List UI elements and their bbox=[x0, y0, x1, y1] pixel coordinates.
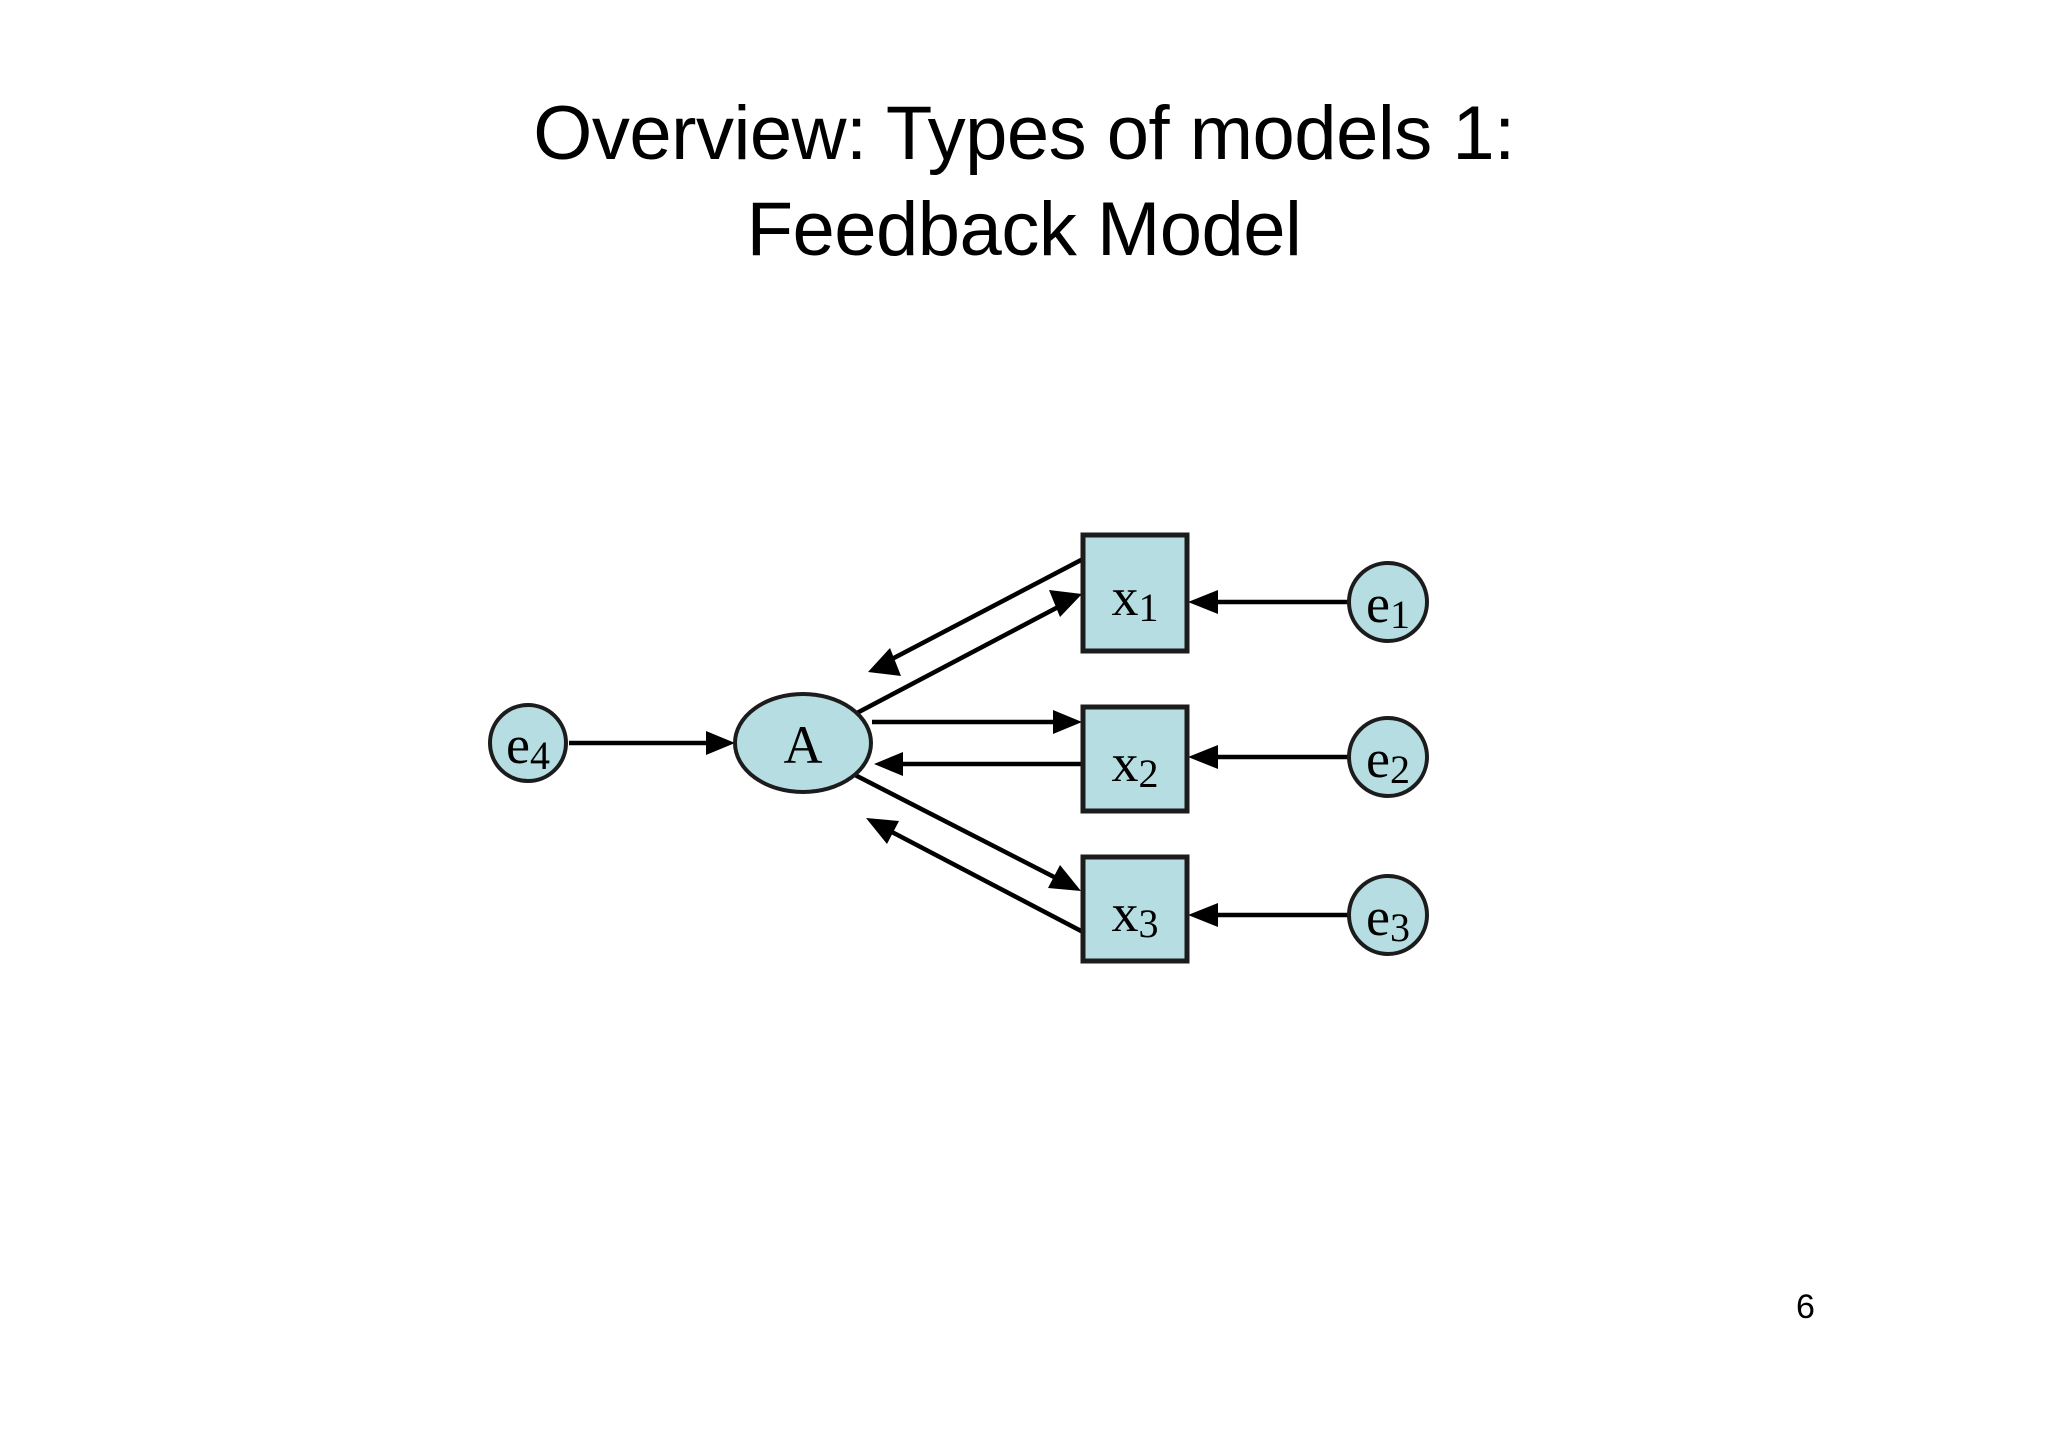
node-e4[interactable]: e4 bbox=[488, 703, 568, 783]
edge-a-to-x2 bbox=[872, 710, 1082, 734]
page-number: 6 bbox=[1796, 1288, 1815, 1326]
node-x3[interactable]: x3 bbox=[1080, 854, 1190, 964]
node-e3[interactable]: e3 bbox=[1347, 874, 1429, 956]
page-title-line-2: Feedback Model bbox=[746, 187, 1302, 272]
node-a-label: A bbox=[784, 715, 823, 775]
page-title-line-1: Overview: Types of models 1: bbox=[533, 91, 1515, 176]
edge-a-to-x1 bbox=[853, 590, 1082, 716]
edge-e3-to-x3 bbox=[1188, 903, 1348, 927]
edge-a-to-x3 bbox=[853, 772, 1081, 891]
edge-x2-to-a bbox=[874, 752, 1083, 776]
edge-x3-to-a bbox=[866, 818, 1085, 934]
edge-x1-to-a bbox=[868, 557, 1085, 676]
node-x1[interactable]: x1 bbox=[1080, 532, 1190, 654]
edge-e1-to-x1 bbox=[1188, 590, 1348, 614]
page-title: Overview: Types of models 1: Feedback Mo… bbox=[0, 86, 2048, 278]
edge-e2-to-x2 bbox=[1188, 745, 1348, 769]
edge-e4-to-a bbox=[569, 731, 735, 755]
node-a[interactable]: A bbox=[733, 692, 873, 794]
node-e2[interactable]: e2 bbox=[1347, 716, 1429, 798]
node-e3-label: e3 bbox=[1366, 887, 1410, 950]
node-x2[interactable]: x2 bbox=[1080, 704, 1190, 814]
node-e1[interactable]: e1 bbox=[1347, 561, 1429, 643]
